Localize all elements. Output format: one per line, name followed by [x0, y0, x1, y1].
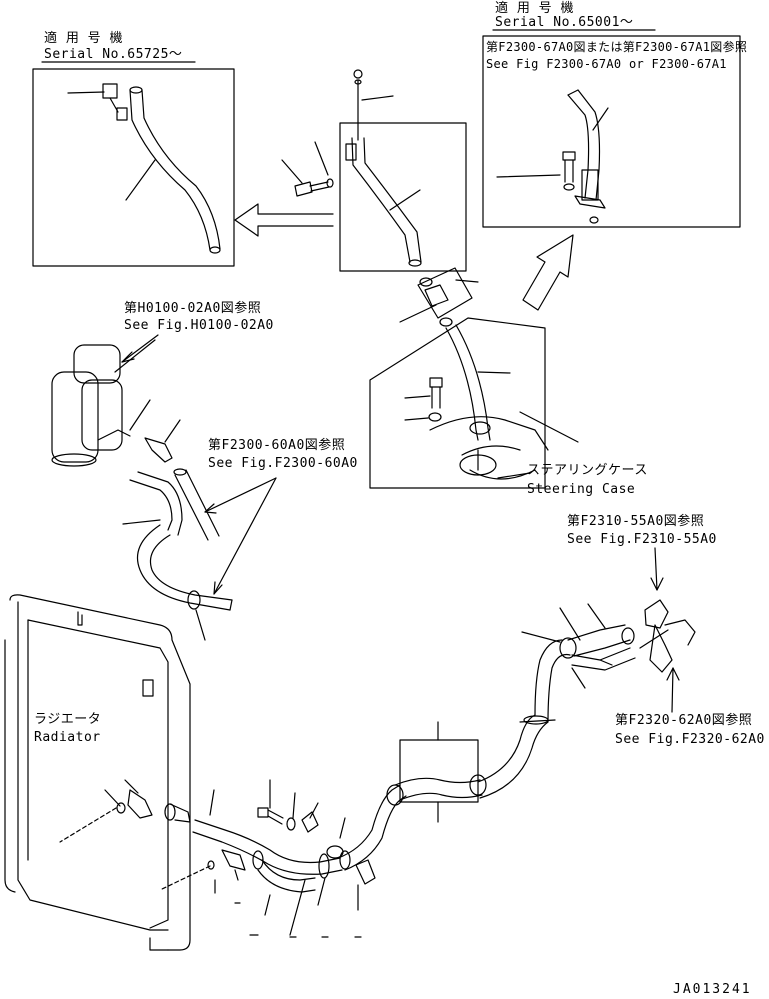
- ref-f2300-60-en: See Fig.F2300-60A0: [208, 456, 358, 471]
- serial-right-ref-en: See Fig F2300-67A0 or F2300-67A1: [486, 57, 727, 71]
- ref-h0100-jp: 第H0100-02A0図参照: [124, 301, 262, 316]
- arrow-left-icon: [234, 203, 334, 237]
- steering-case-assembly: [369, 267, 579, 489]
- detail-box-left: [32, 61, 235, 267]
- ref-f2310-en: See Fig.F2310-55A0: [567, 532, 717, 547]
- ref-f2300-60-jp: 第F2300-60A0図参照: [208, 438, 346, 453]
- serial-right-ref-jp: 第F2300-67A0図または第F2300-67A1図参照: [486, 40, 748, 54]
- tick-marks: [234, 902, 362, 938]
- lower-hose-run: [192, 547, 696, 936]
- ref-leader-f2300-60: [204, 477, 277, 595]
- detail-box-right: [482, 29, 741, 228]
- steering-case-en: Steering Case: [527, 482, 636, 497]
- ref-f2310-jp: 第F2310-55A0図参照: [567, 514, 705, 529]
- radiator-en: Radiator: [34, 730, 101, 745]
- radiator-drawing: [4, 594, 264, 951]
- filter-assembly: [51, 339, 233, 641]
- serial-right-applicable: 適 用 号 機: [495, 1, 574, 16]
- steering-case-jp: ステアリングケース: [527, 463, 648, 478]
- detail-box-center: [281, 69, 467, 272]
- ref-h0100-en: See Fig.H0100-02A0: [124, 318, 274, 333]
- serial-right-number: Serial No.65001～: [495, 15, 634, 30]
- serial-left-number: Serial No.65725～: [44, 47, 183, 62]
- ref-leader-h0100: [121, 334, 159, 363]
- radiator-jp: ラジエータ: [34, 712, 102, 727]
- ref-f2320-jp: 第F2320-62A0図参照: [615, 713, 753, 728]
- ref-f2320-en: See Fig.F2320-62A0: [615, 732, 765, 747]
- drawing-code: JA013241: [673, 982, 752, 997]
- serial-left-applicable: 適 用 号 機: [44, 31, 123, 46]
- arrow-up-icon: [522, 234, 574, 311]
